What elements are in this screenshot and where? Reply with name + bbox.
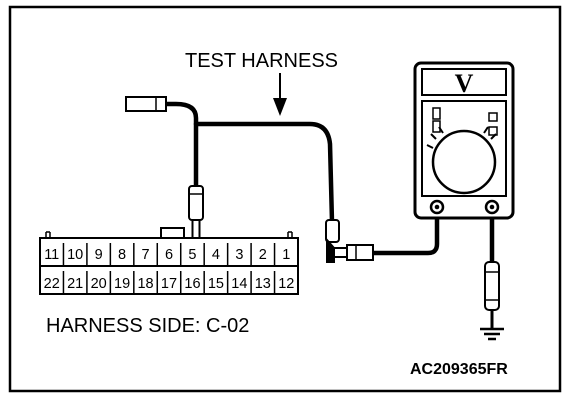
ground-icon: [480, 327, 504, 341]
indicator-b: [488, 126, 498, 136]
range-switch-a: [432, 107, 441, 120]
pin-number-6: 6: [165, 247, 173, 263]
voltmeter: V: [413, 61, 515, 220]
pin-number-13: 13: [255, 276, 271, 292]
harness-open-plug: [125, 96, 167, 112]
ground-probe: [484, 261, 500, 328]
pin-number-11: 11: [44, 247, 59, 263]
indicator-a: [488, 112, 498, 122]
rotary-dial-icon: [431, 129, 497, 195]
voltmeter-symbol: V: [455, 69, 474, 98]
pin-number-9: 9: [95, 247, 103, 263]
pin-number-21: 21: [67, 276, 83, 292]
voltmeter-display: [421, 68, 507, 96]
back-probe: [188, 185, 204, 243]
alligator-clip: [325, 219, 374, 263]
range-switch-b: [432, 120, 441, 133]
pin-number-3: 3: [235, 247, 243, 263]
pin-number-12: 12: [278, 276, 294, 292]
pin-number-20: 20: [91, 276, 107, 292]
pin-number-1: 1: [282, 247, 290, 263]
harness-side-label: HARNESS SIDE: C-02: [46, 315, 249, 337]
pin-number-19: 19: [114, 276, 130, 292]
figure-code: AC209365FR: [410, 361, 508, 378]
test-harness-wire: [163, 101, 335, 225]
figure-frame: [8, 5, 562, 393]
pin-number-22: 22: [44, 276, 60, 292]
meter-lead-positive: [373, 210, 440, 256]
pin-number-16: 16: [184, 276, 200, 292]
pin-number-15: 15: [208, 276, 224, 292]
pin-number-5: 5: [188, 247, 196, 263]
harness-wire-clip-branch: [193, 121, 335, 225]
harness-arrow-icon: [273, 98, 287, 116]
pin-number-10: 10: [67, 247, 83, 263]
pin-number-18: 18: [137, 276, 153, 292]
harness-wire-probe-branch: [163, 101, 199, 191]
dial-tick-marks: [426, 126, 497, 149]
pin-number-8: 8: [118, 247, 126, 263]
pin-number-14: 14: [231, 276, 247, 292]
test-harness-label: TEST HARNESS: [185, 50, 338, 72]
pin-number-7: 7: [142, 247, 150, 263]
connector-lock-tab: [160, 227, 185, 239]
pin-number-17: 17: [161, 276, 177, 292]
pin-number-4: 4: [212, 247, 220, 263]
pin-number-2: 2: [259, 247, 267, 263]
